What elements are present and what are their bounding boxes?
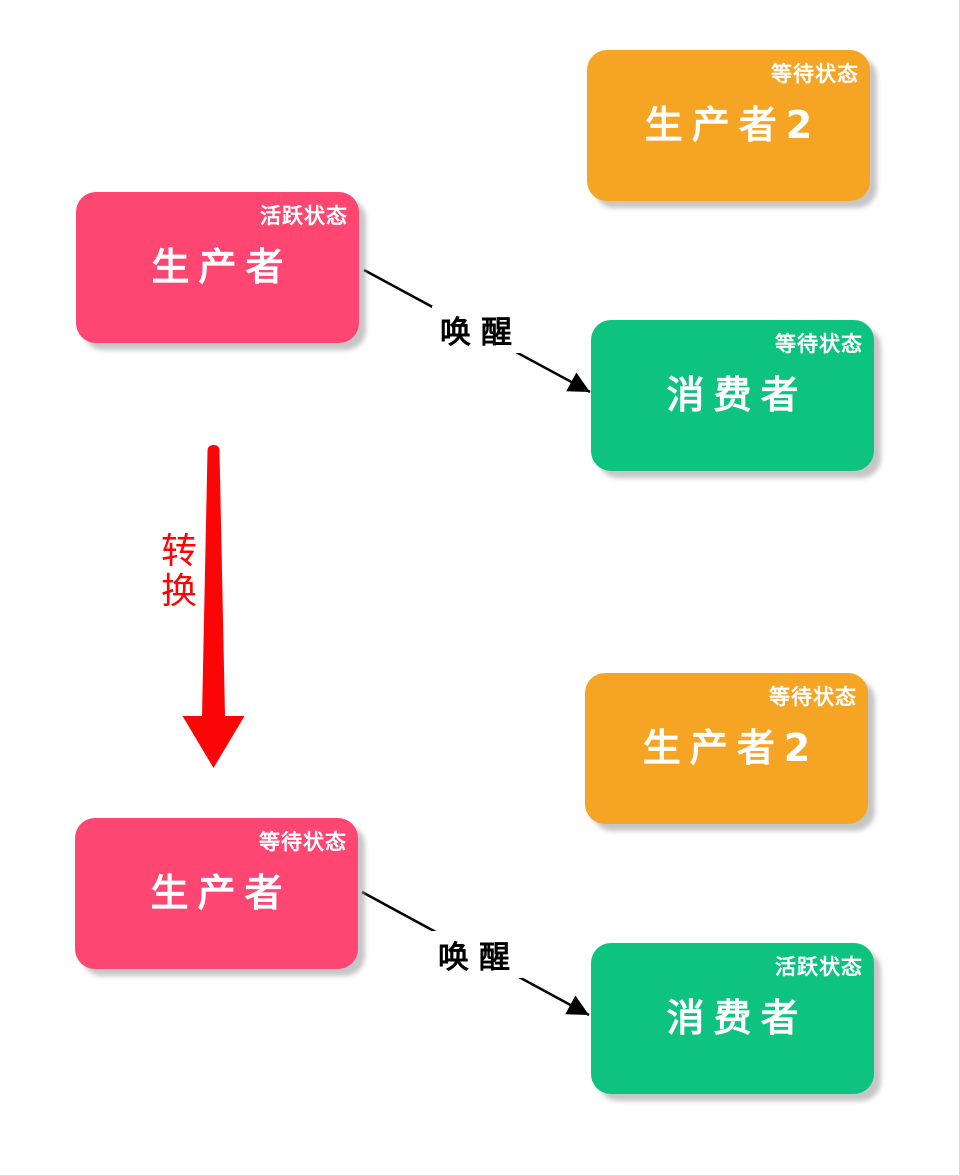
- node-title: 生产者: [150, 870, 292, 915]
- status-badge: 等待状态: [775, 332, 863, 356]
- node-consumer-after: 活跃状态 消费者: [591, 943, 874, 1094]
- node-producer-after: 等待状态 生产者: [75, 818, 358, 969]
- node-consumer-before: 等待状态 消费者: [591, 320, 874, 471]
- node-title: 生产者2: [642, 725, 820, 770]
- status-badge: 等待状态: [769, 685, 857, 709]
- node-title: 生产者: [151, 244, 293, 289]
- status-badge: 活跃状态: [260, 204, 348, 228]
- node-title: 消费者: [666, 372, 808, 417]
- status-badge: 等待状态: [259, 830, 347, 854]
- transform-arrow-icon: [182, 445, 245, 768]
- node-producer2-before: 等待状态 生产者2: [587, 50, 870, 201]
- node-title: 消费者: [666, 995, 808, 1040]
- status-badge: 等待状态: [771, 62, 859, 86]
- transform-label: 转换: [160, 531, 197, 612]
- status-badge: 活跃状态: [775, 955, 863, 979]
- node-producer-before: 活跃状态 生产者: [76, 192, 359, 343]
- node-title: 生产者2: [644, 102, 822, 147]
- wake-label-before: 唤醒: [432, 306, 526, 353]
- wake-label-after: 唤醒: [430, 931, 524, 978]
- node-producer2-after: 等待状态 生产者2: [585, 673, 868, 824]
